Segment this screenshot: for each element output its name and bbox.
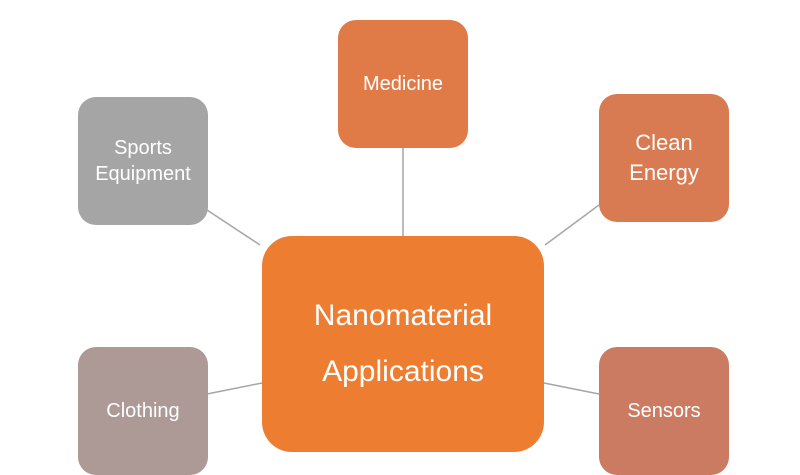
node-medicine: Medicine xyxy=(338,20,468,148)
connector-clothing xyxy=(206,382,263,395)
node-label: Sports xyxy=(114,137,172,159)
connector-lines xyxy=(206,148,600,395)
node-sensors: Sensors xyxy=(599,347,729,475)
node-clothing: Clothing xyxy=(78,347,208,475)
center-label: Applications xyxy=(322,355,484,388)
node-label: Clothing xyxy=(106,400,180,422)
node-label: Sensors xyxy=(627,400,701,422)
node-label: Medicine xyxy=(362,73,444,95)
connector-sports-equipment xyxy=(206,209,261,246)
node-label: Clean xyxy=(635,130,693,155)
connector-clean-energy xyxy=(544,204,600,246)
center-label: Nanomaterial xyxy=(313,299,493,332)
node-label: Energy xyxy=(629,160,699,185)
connector-sensors xyxy=(543,382,600,395)
node-label: Equipment xyxy=(95,163,191,185)
